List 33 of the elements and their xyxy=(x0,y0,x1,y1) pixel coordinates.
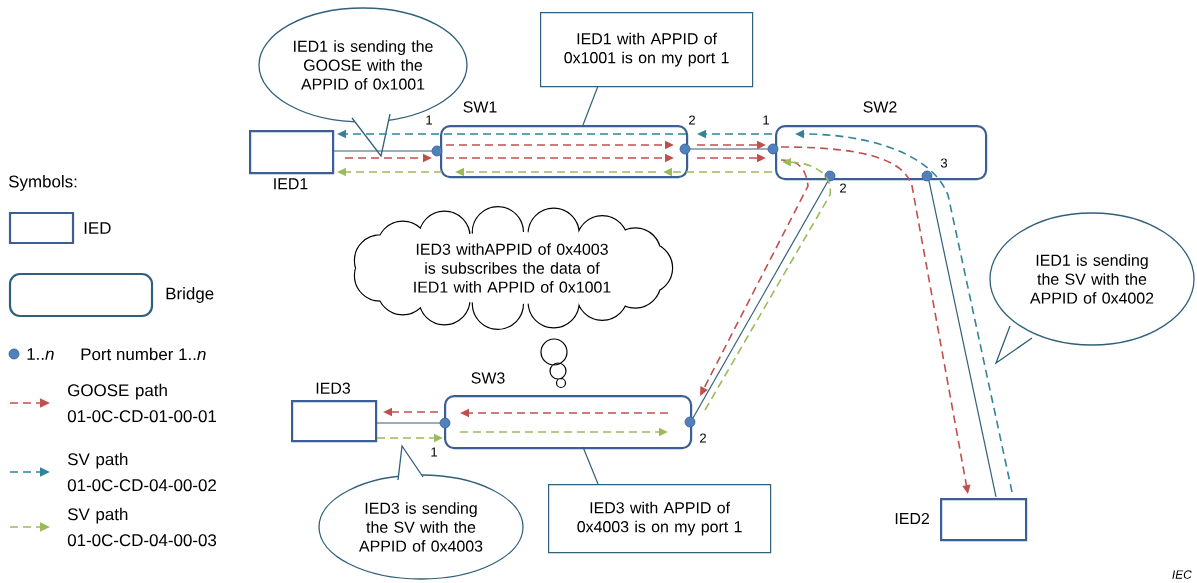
legend-item: Bridge xyxy=(8,272,214,318)
link-line xyxy=(689,148,769,150)
leader-line xyxy=(582,85,599,126)
dashed-arrow xyxy=(704,158,832,411)
ied-box: IED3 xyxy=(291,382,378,443)
ied-box: IED2 xyxy=(895,498,1028,542)
legend-item: GOOSE path 01-0C-CD-01-00-01 xyxy=(9,383,216,423)
node-label: IED2 xyxy=(895,512,929,525)
callout-box: IED3 with APPID of 0x4003 is on my port 1 xyxy=(548,484,772,554)
speech-bubble: IED1 is sending the SV with the APPID of 0x4002 xyxy=(989,212,1195,365)
link-line xyxy=(692,180,829,419)
symbols-heading: Symbols: xyxy=(9,175,77,191)
port-number: 2 xyxy=(840,183,846,193)
link-line xyxy=(331,150,433,152)
node-label: IED3 withAPPID of 0x4003 is subscribes the data of IED1 with APPID of 0x1001 xyxy=(414,243,611,293)
node-label: IED3 xyxy=(316,382,351,394)
source-note: IEC xyxy=(1172,570,1192,579)
callout-box: IED1 with APPID of 0x1001 is on my port 1 xyxy=(540,12,754,88)
port-number: 3 xyxy=(940,158,948,168)
link-line xyxy=(374,422,441,424)
legend-item: IED xyxy=(8,211,111,245)
port-number: 1 xyxy=(763,115,769,125)
link-line xyxy=(928,180,997,498)
port-number: 1 xyxy=(426,115,432,125)
legend-item: SV path 01-0C-CD-04-00-03 xyxy=(9,507,217,547)
port-number: 1 xyxy=(431,447,437,457)
port-number: 2 xyxy=(689,115,695,125)
legend-item: SV path 01-0C-CD-04-00-02 xyxy=(9,452,216,492)
legend-sample-text: 1..n xyxy=(27,348,54,360)
leader-line xyxy=(582,446,599,485)
thought-cloud: IED3 withAPPID of 0x4003 is subscribes the data of IED1 with APPID of 0x1001 xyxy=(353,206,674,330)
dashed-arrow xyxy=(700,159,809,396)
node-label: IED1 xyxy=(274,178,308,190)
